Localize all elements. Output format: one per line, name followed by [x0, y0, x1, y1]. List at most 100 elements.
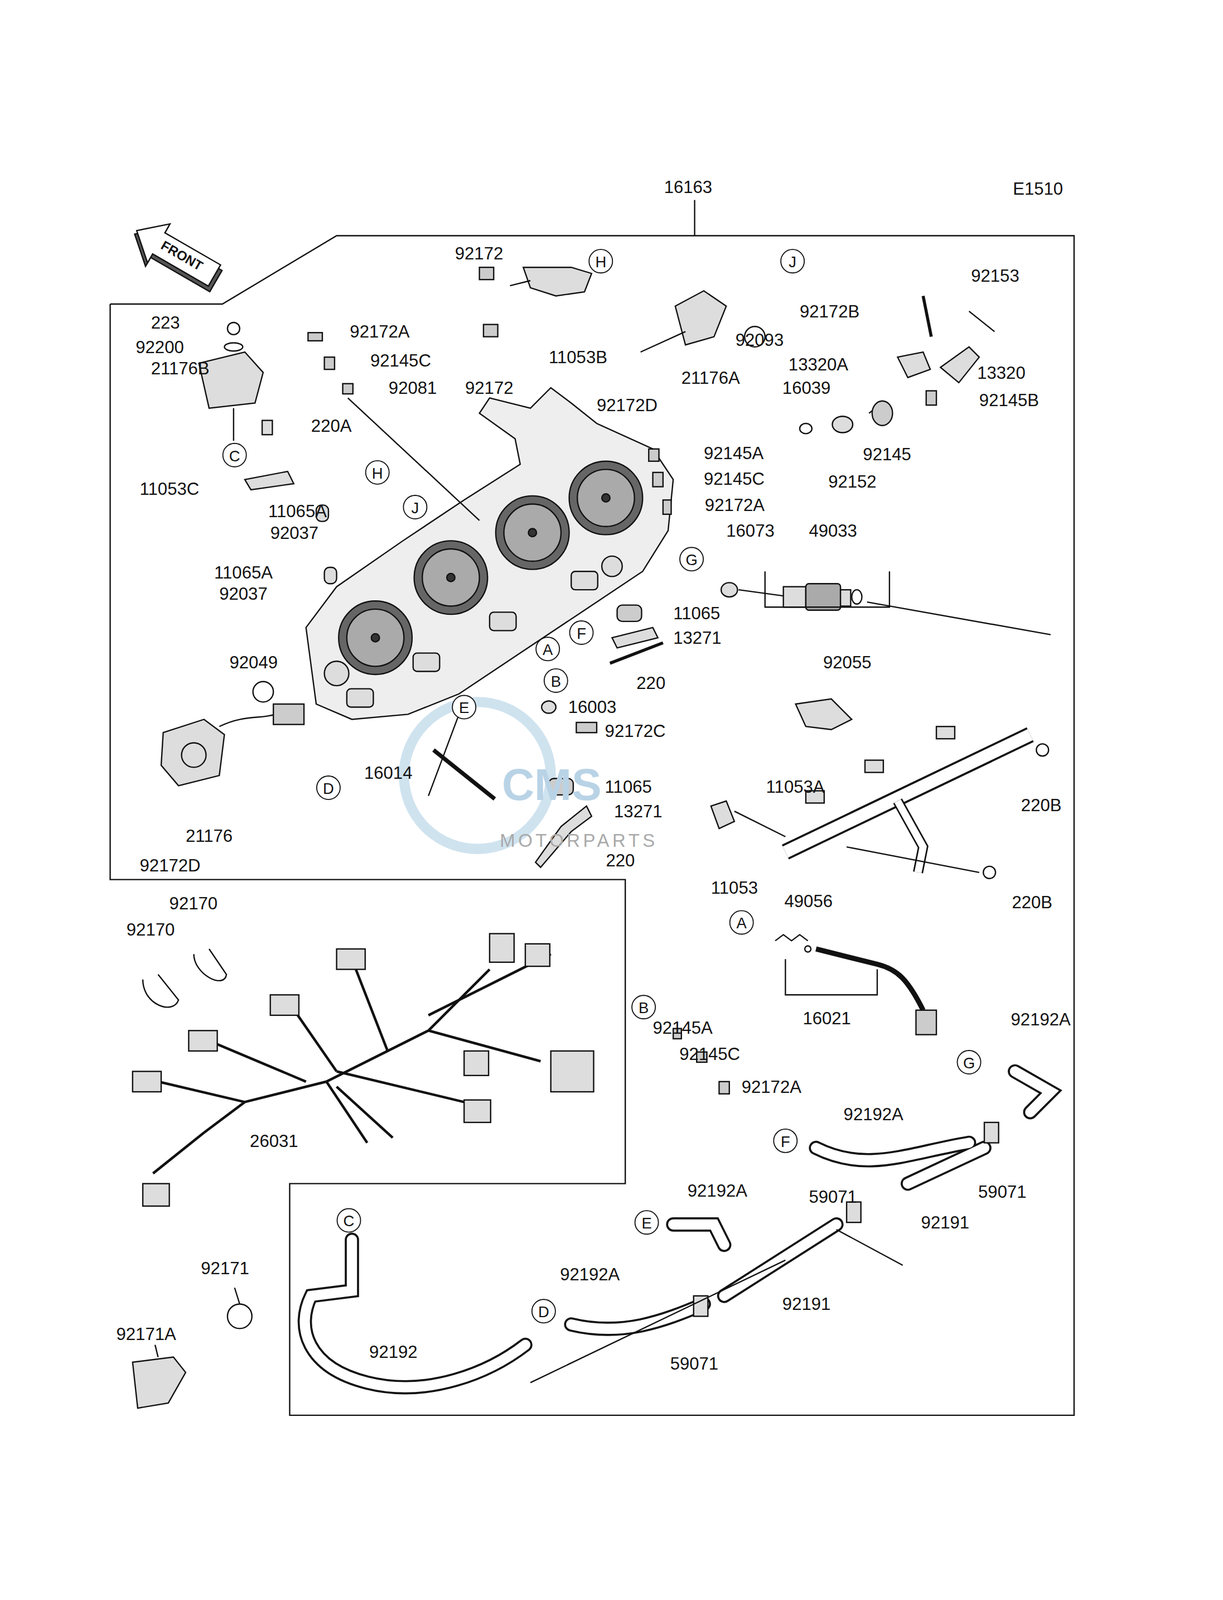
callout-number: 92145C: [679, 1044, 741, 1066]
callout-number: 59071: [808, 1187, 857, 1208]
callout-number: 220: [605, 850, 635, 872]
circled-reference: F: [772, 1128, 798, 1153]
callout-number: 92172D: [139, 856, 201, 877]
callout-number: 11065: [605, 777, 652, 799]
circled-reference: B: [543, 668, 569, 693]
callout-number: 92152: [828, 472, 877, 493]
callout-number: 49033: [808, 521, 857, 543]
circled-reference: E: [634, 1209, 660, 1235]
circled-reference: G: [956, 1049, 982, 1075]
callout-number: 16039: [782, 378, 831, 400]
callout-number: 21176A: [681, 368, 741, 389]
reference-letter: D: [322, 779, 335, 795]
callout-number: 92172: [465, 378, 514, 400]
callout-number: 92153: [970, 266, 1019, 287]
callout-number: 92172B: [799, 301, 860, 323]
callout-number: 92172A: [349, 322, 410, 343]
circled-reference: J: [402, 494, 428, 520]
reference-letter: G: [685, 551, 698, 567]
callout-number: 220B: [1021, 795, 1062, 817]
callout-number: 11053C: [139, 479, 200, 501]
callout-number: 13320: [977, 363, 1026, 384]
callout-number: 92145: [862, 444, 911, 466]
callout-number: 92172A: [704, 495, 765, 517]
callout-number: 49056: [784, 891, 833, 913]
callout-number: 92037: [270, 523, 319, 544]
callout-number: 11053: [711, 878, 758, 899]
callout-number: 220: [636, 673, 666, 694]
callout-number: 92192A: [687, 1181, 748, 1202]
callout-number: E1510: [1012, 179, 1063, 201]
callout-number: 92145C: [370, 350, 432, 372]
circled-reference: A: [535, 636, 560, 661]
reference-letter: G: [963, 1054, 975, 1070]
reference-letter: D: [538, 1303, 550, 1319]
callout-number: 92172C: [605, 721, 666, 742]
callout-number: 92172A: [741, 1076, 802, 1098]
callout-number: 11053B: [548, 347, 608, 369]
callout-number: 92192A: [559, 1264, 620, 1286]
callout-number: 92171: [200, 1258, 249, 1280]
reference-letter: H: [371, 464, 384, 480]
callout-number: 13320A: [788, 355, 849, 376]
callout-number: 92170: [169, 893, 218, 915]
callout-number: 92191: [782, 1294, 831, 1316]
callout-number: 13271: [614, 801, 662, 823]
callout-number: 92055: [823, 653, 872, 674]
callout-number: 92093: [735, 330, 784, 352]
watermark: CMS: [501, 757, 602, 810]
callout-number: 92172D: [596, 395, 658, 417]
callout-number: 16073: [726, 521, 775, 543]
reference-letter: H: [595, 253, 607, 269]
circled-reference: B: [631, 994, 656, 1019]
callout-number: 16021: [802, 1008, 851, 1030]
circled-reference: E: [451, 694, 477, 720]
callout-number: 223: [151, 313, 181, 335]
circled-reference: G: [679, 546, 704, 572]
circled-reference: H: [588, 248, 613, 274]
reference-letter: C: [343, 1212, 355, 1228]
callout-number: 92145B: [979, 390, 1039, 412]
reference-letter: B: [550, 672, 562, 688]
circled-reference: C: [222, 442, 248, 468]
circled-reference: F: [569, 620, 594, 645]
reference-letter: F: [780, 1132, 791, 1148]
reference-letter: F: [576, 624, 587, 640]
callout-number: 11065: [673, 603, 720, 625]
callout-number: 92171A: [116, 1323, 177, 1345]
watermark: MOTORPARTS: [499, 829, 659, 852]
callout-number: 92172: [455, 243, 504, 265]
reference-letter: E: [641, 1214, 652, 1230]
callout-number: 92192: [369, 1342, 418, 1363]
circled-reference: C: [336, 1207, 362, 1233]
callout-number: 92170: [126, 920, 175, 941]
callout-number: 92081: [388, 378, 437, 400]
reference-letter: C: [229, 447, 241, 463]
callout-number: 92192A: [843, 1104, 904, 1126]
callout-number: 11065A: [214, 563, 273, 584]
callout-number: 11053A: [766, 777, 825, 799]
callout-number: 21176: [185, 826, 233, 848]
callout-number: 92200: [135, 337, 184, 359]
reference-letter: A: [542, 641, 553, 657]
reference-letter: A: [736, 914, 747, 930]
callout-number: 16014: [364, 762, 413, 784]
callout-number: 16163: [664, 177, 713, 198]
circled-reference: H: [365, 460, 390, 485]
reference-letter: E: [458, 699, 470, 715]
callout-number: 21176B: [151, 359, 210, 380]
reference-letter: J: [411, 499, 420, 515]
callout-number: 11065A: [268, 501, 327, 523]
reference-letter: B: [638, 999, 649, 1015]
reference-letter: J: [788, 253, 797, 269]
callout-number: 220A: [311, 416, 352, 437]
callout-number: 92145A: [703, 443, 764, 465]
callout-number: 59071: [670, 1353, 719, 1375]
callout-number: 13271: [673, 628, 722, 650]
callout-number: 26031: [249, 1130, 298, 1152]
callout-number: 92191: [921, 1212, 970, 1234]
callout-number: 92192A: [1011, 1009, 1071, 1031]
circled-reference: D: [316, 775, 341, 800]
circled-reference: J: [780, 248, 805, 274]
